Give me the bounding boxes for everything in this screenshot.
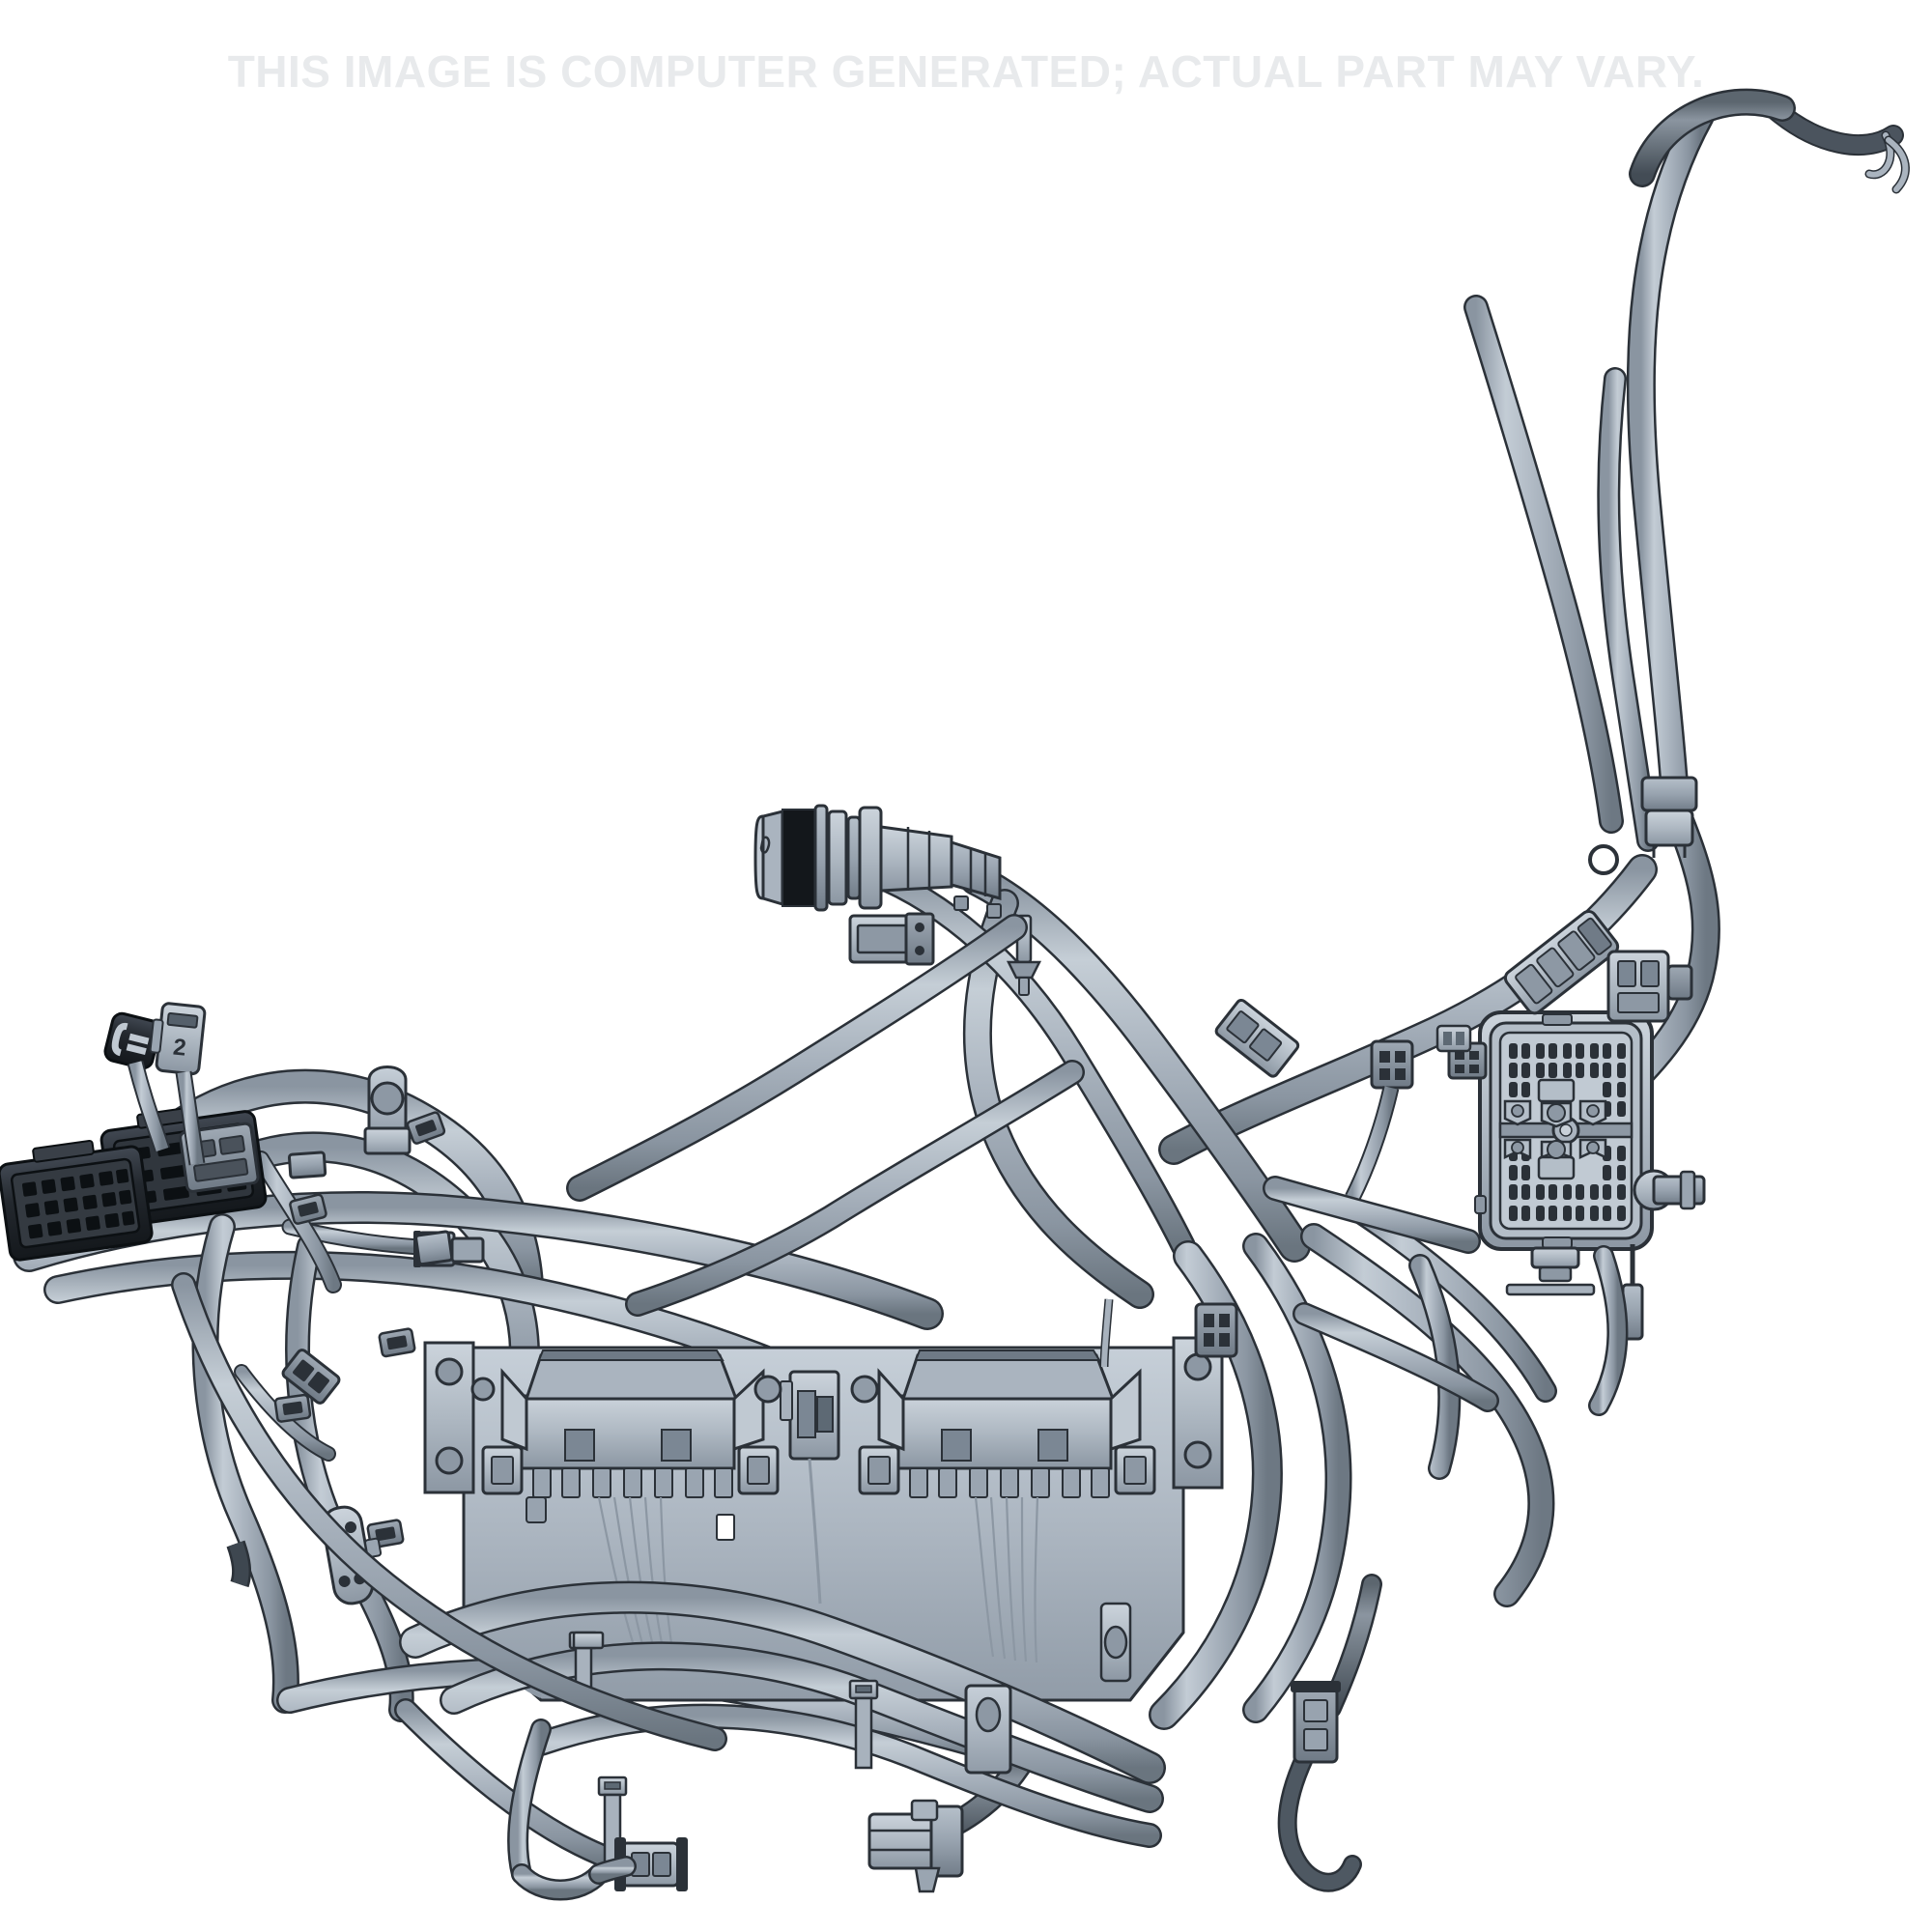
plate-bottom-bracket	[964, 1684, 1012, 1775]
ecu-barrel-fitting	[1633, 1169, 1706, 1211]
left-to-bottom-cable	[171, 1272, 727, 1751]
ecu-bottom-foot	[1505, 1246, 1596, 1296]
ecu-pin-row	[1509, 1206, 1626, 1221]
ecu-pin-row	[1509, 1165, 1626, 1180]
upper-connector-cluster[interactable]	[1502, 908, 1693, 1023]
ecu-pin-row	[1509, 1043, 1626, 1059]
center-left-linking-cables	[566, 914, 1085, 1317]
ecu-connector[interactable]	[1474, 1010, 1654, 1251]
cable-tie-clamp	[848, 1679, 879, 1770]
ecu-left-small-connector[interactable]	[1435, 1024, 1472, 1053]
left-branch-connector[interactable]	[281, 1349, 341, 1406]
ecu-pin-row	[1509, 1082, 1626, 1097]
ecu-left-branch-connector[interactable]	[1345, 1039, 1414, 1202]
ecu-pin-row	[1509, 1184, 1626, 1200]
round-conn-sub-connector[interactable]	[848, 912, 935, 966]
inline-branch-connector[interactable]	[1214, 998, 1300, 1078]
bottom-left-drop-cable	[507, 1719, 637, 1901]
injector-rail-connector-block-b[interactable]	[858, 1350, 1156, 1663]
round-diagnostic-connector[interactable]	[753, 804, 1002, 919]
small-connector-c[interactable]	[103, 1011, 162, 1070]
left-connector-stack[interactable]	[0, 1098, 268, 1262]
cable-grommet-clamp	[1099, 1602, 1132, 1683]
trunk-collar-joint	[1588, 776, 1698, 875]
ecu-pin-row	[1509, 1063, 1626, 1078]
ring-terminal-eyelet	[363, 1065, 412, 1155]
bottom-connector-right[interactable]	[867, 1799, 964, 1893]
connector-cavity-number: 2	[172, 1035, 187, 1062]
bottom-connector-side[interactable]	[1291, 1681, 1341, 1764]
injector-rail-connector-block-a[interactable]	[481, 1350, 780, 1650]
rail-center-connector[interactable]	[780, 1370, 840, 1605]
right-extra-cables	[1263, 1176, 1629, 1480]
small-connector-2way[interactable]: 2	[148, 1002, 207, 1076]
left-cable-fittings	[287, 1151, 454, 1266]
bracket-top-connector[interactable]	[1194, 1302, 1238, 1358]
plate-left-tab	[572, 1631, 605, 1650]
